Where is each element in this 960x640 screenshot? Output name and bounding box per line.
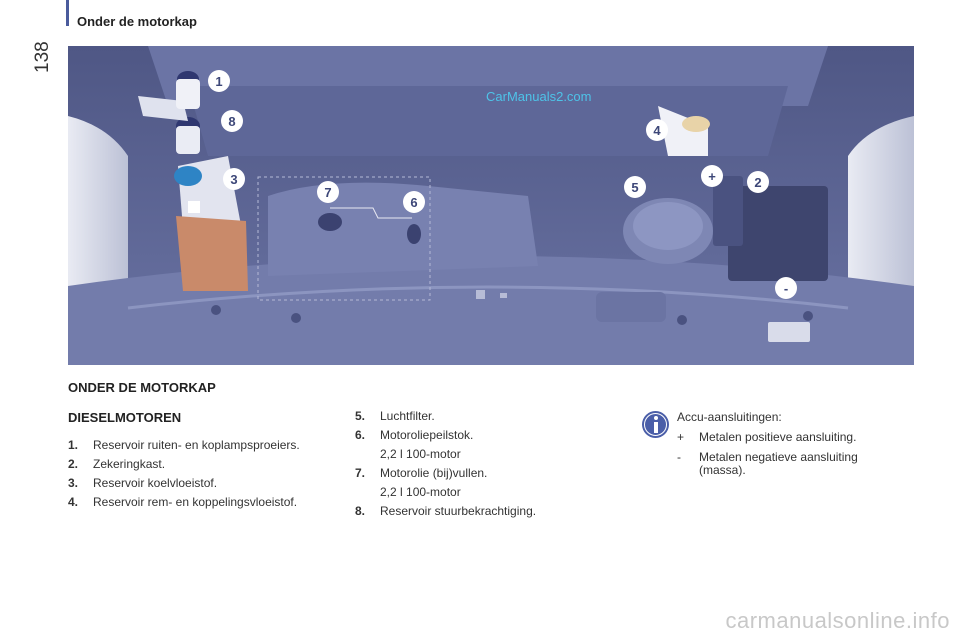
svg-text:8: 8 — [228, 114, 235, 129]
svg-text:+: + — [708, 169, 716, 184]
svg-text:7: 7 — [324, 185, 331, 200]
sub-title: DIESELMOTOREN — [68, 410, 182, 425]
figure-watermark: CarManuals2.com — [486, 89, 592, 104]
section-title: ONDER DE MOTORKAP — [68, 380, 216, 395]
list-item: 8.Reservoir stuurbekrachtiging. — [355, 504, 537, 518]
svg-text:3: 3 — [230, 172, 237, 187]
svg-text:4: 4 — [653, 123, 661, 138]
page-header-title: Onder de motorkap — [77, 14, 197, 29]
info-plus-row: +Metalen positieve aansluiting. — [677, 430, 857, 444]
engine-bay-illustration: 1 8 3 7 6 4 5 + — [68, 46, 914, 365]
component-list-right: 5.Luchtfilter. 6.Motoroliepeilstok. 2,2 … — [355, 407, 605, 521]
battery-info-note: Accu-aansluitingen: +Metalen positieve a… — [677, 407, 907, 477]
callout-4: 4 — [646, 119, 668, 141]
info-icon — [642, 411, 669, 438]
callout-6: 6 — [403, 191, 425, 213]
info-heading: Accu-aansluitingen: — [677, 410, 782, 424]
svg-text:5: 5 — [631, 180, 638, 195]
list-item-subline: 2,2 l 100-motor — [380, 485, 461, 499]
callout-7: 7 — [317, 181, 339, 203]
page-number: 138 — [32, 41, 53, 73]
svg-text:-: - — [784, 281, 788, 296]
list-item: 5.Luchtfilter. — [355, 409, 435, 423]
list-item-subline: 2,2 l 100-motor — [380, 447, 461, 461]
list-item: 2.Zekeringkast. — [68, 457, 166, 471]
header-accent-bar — [66, 0, 69, 26]
info-minus-row: -Metalen negatieve aansluiting — [677, 450, 858, 464]
list-item: 1.Reservoir ruiten- en koplampsproeiers. — [68, 438, 300, 452]
footer-watermark: carmanualsonline.info — [725, 608, 950, 633]
svg-text:2: 2 — [754, 175, 761, 190]
list-item: 7.Motorolie (bij)vullen. — [355, 466, 488, 480]
info-minus-continuation: (massa). — [699, 463, 746, 477]
svg-text:6: 6 — [410, 195, 417, 210]
callout-1: 1 — [208, 70, 230, 92]
svg-text:1: 1 — [215, 74, 222, 89]
callout-2: 2 — [747, 171, 769, 193]
callout-3: 3 — [223, 168, 245, 190]
callout-8: 8 — [221, 110, 243, 132]
list-item: 3.Reservoir koelvloeistof. — [68, 476, 218, 490]
component-list-left: 1.Reservoir ruiten- en koplampsproeiers.… — [68, 436, 343, 512]
callout-minus: - — [775, 277, 797, 299]
callout-plus: + — [701, 165, 723, 187]
list-item: 6.Motoroliepeilstok. — [355, 428, 474, 442]
callout-5: 5 — [624, 176, 646, 198]
list-item: 4.Reservoir rem- en koppelingsvloeistof. — [68, 495, 298, 509]
